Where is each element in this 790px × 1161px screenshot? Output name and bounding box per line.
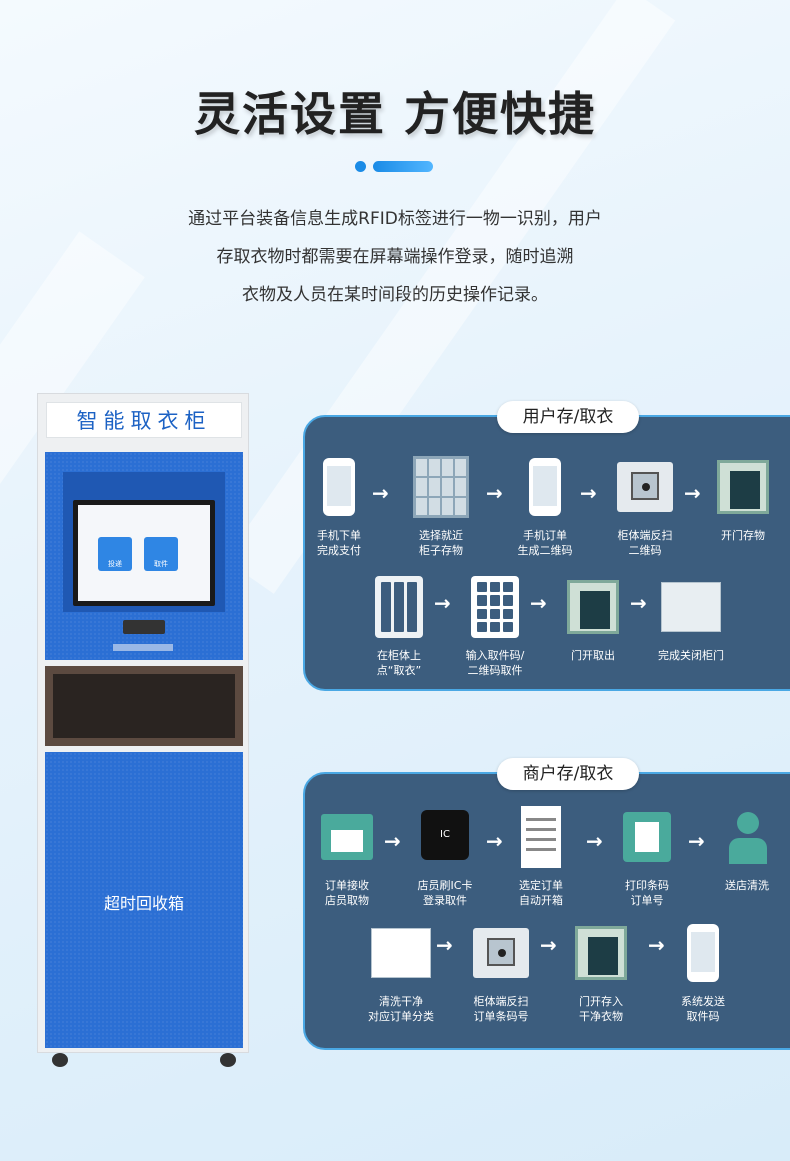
arrow-icon: →: [486, 829, 503, 853]
screen-deliver-button[interactable]: 投递: [98, 537, 132, 571]
merchant-flow-tag: 商户存/取衣: [497, 758, 639, 790]
step-label: 柜体端反扫 二维码: [617, 529, 673, 557]
merchant-step-3: 选定订单 自动开箱: [496, 806, 586, 908]
printer-icon: [623, 812, 671, 862]
merchant-step-7: 柜体端反扫 订单条码号: [456, 922, 546, 1024]
arrow-icon: →: [434, 591, 451, 615]
description-line: 衣物及人员在某时间段的历史操作记录。: [242, 285, 548, 305]
merchant-step-4: 打印条码 订单号: [602, 806, 692, 908]
description-line: 通过平台装备信息生成RFID标签进行一物一识别，用户: [188, 209, 602, 229]
step-label: 手机下单 完成支付: [317, 529, 361, 557]
arrow-icon: →: [684, 481, 701, 505]
open-door-icon: [575, 926, 627, 980]
lockers-icon: [413, 456, 469, 518]
user-step-1: 手机下单 完成支付: [294, 456, 384, 558]
cabinet-screen-display: 投递 取件: [78, 505, 210, 601]
arrow-icon: →: [688, 829, 705, 853]
step-label: 输入取件码/ 二维码取件: [465, 649, 525, 677]
step-label: 手机订单 生成二维码: [517, 529, 573, 557]
merchant-step-6: 清洗干净 对应订单分类: [356, 922, 446, 1024]
step-label: 清洗干净 对应订单分类: [368, 995, 434, 1023]
step-label: 订单接收 店员取物: [325, 879, 369, 907]
arrow-icon: →: [530, 591, 547, 615]
step-label: 送店清洗: [725, 879, 769, 892]
step-label: 开门存物: [721, 529, 765, 542]
delivery-person-icon: [725, 808, 769, 866]
user-step-5: 开门存物: [698, 456, 788, 543]
user-step-2: 选择就近 柜子存物: [396, 456, 486, 558]
order-icon: [321, 814, 373, 860]
cabinet-upper-panel: 投递 取件: [45, 452, 243, 660]
cabinet-lower-door: 超时回收箱: [45, 752, 243, 1048]
cabinet-screen: 投递 取件: [73, 500, 215, 606]
ic-card-icon: IC: [421, 810, 469, 860]
scanner-icon: [473, 928, 529, 978]
user-step-8: 门开取出: [548, 576, 638, 663]
cabinet-label-strip: [113, 644, 173, 651]
arrow-icon: →: [586, 829, 603, 853]
arrow-icon: →: [384, 829, 401, 853]
step-label: 店员刷IC卡 登录取件: [417, 879, 473, 907]
user-step-9: 完成关闭柜门: [646, 576, 736, 663]
keypad-icon: [471, 576, 519, 638]
step-label: 打印条码 订单号: [625, 879, 669, 907]
step-label: 柜体端反扫 订单条码号: [473, 995, 529, 1023]
user-step-4: 柜体端反扫 二维码: [600, 456, 690, 558]
scanner-icon: [617, 462, 673, 512]
step-label: 门开取出: [571, 649, 615, 662]
user-flow-tag: 用户存/取衣: [497, 401, 639, 433]
step-label: 门开存入 干净衣物: [579, 995, 623, 1023]
arrow-icon: →: [486, 481, 503, 505]
order-list-icon: [521, 806, 561, 868]
arrow-icon: →: [580, 481, 597, 505]
card-reader: [123, 620, 165, 634]
wheel: [52, 1053, 68, 1067]
merchant-step-2: IC 店员刷IC卡 登录取件: [400, 806, 490, 908]
title-decoration: [355, 160, 435, 172]
description: 通过平台装备信息生成RFID标签进行一物一识别，用户 存取衣物时都需要在屏幕端操…: [0, 200, 790, 314]
step-label: 在柜体上 点“取衣”: [376, 649, 422, 677]
closed-door-icon: [661, 582, 721, 632]
arrow-icon: →: [630, 591, 647, 615]
step-label: 系统发送 取件码: [681, 995, 725, 1023]
step-label: 选择就近 柜子存物: [419, 529, 463, 557]
arrow-icon: →: [648, 933, 665, 957]
page-title: 灵活设置 方便快捷: [193, 87, 596, 141]
qr-phone-icon: [529, 458, 561, 516]
description-line: 存取衣物时都需要在屏幕端操作登录，随时追溯: [216, 247, 574, 267]
user-step-6: 在柜体上 点“取衣”: [354, 576, 444, 678]
user-step-3: 手机订单 生成二维码: [500, 456, 590, 558]
wheel: [220, 1053, 236, 1067]
user-step-7: 输入取件码/ 二维码取件: [450, 576, 540, 678]
merchant-step-8: 门开存入 干净衣物: [556, 922, 646, 1024]
arrow-icon: →: [372, 481, 389, 505]
phone-icon: [323, 458, 355, 516]
step-label: 选定订单 自动开箱: [519, 879, 563, 907]
merchant-step-5: 送店清洗: [702, 806, 790, 893]
arrow-icon: →: [540, 933, 557, 957]
merchant-step-9: 系统发送 取件码: [658, 922, 748, 1024]
open-locker-icon: [567, 580, 619, 634]
touch-menu-icon: [375, 576, 423, 638]
smart-cabinet: 智能取衣柜 投递 取件 超时回收箱: [37, 393, 249, 1053]
overdue-box-label: 超时回收箱: [103, 894, 184, 913]
cabinet-title: 智能取衣柜: [46, 402, 242, 438]
merchant-step-1: 订单接收 店员取物: [302, 806, 392, 908]
cabinet-middle-slot: [45, 666, 243, 746]
arrow-icon: →: [436, 933, 453, 957]
step-label: 完成关闭柜门: [658, 649, 724, 662]
barcode-label-icon: [371, 928, 431, 978]
open-door-icon: [717, 460, 769, 514]
screen-pickup-button[interactable]: 取件: [144, 537, 178, 571]
phone-sms-icon: [687, 924, 719, 982]
